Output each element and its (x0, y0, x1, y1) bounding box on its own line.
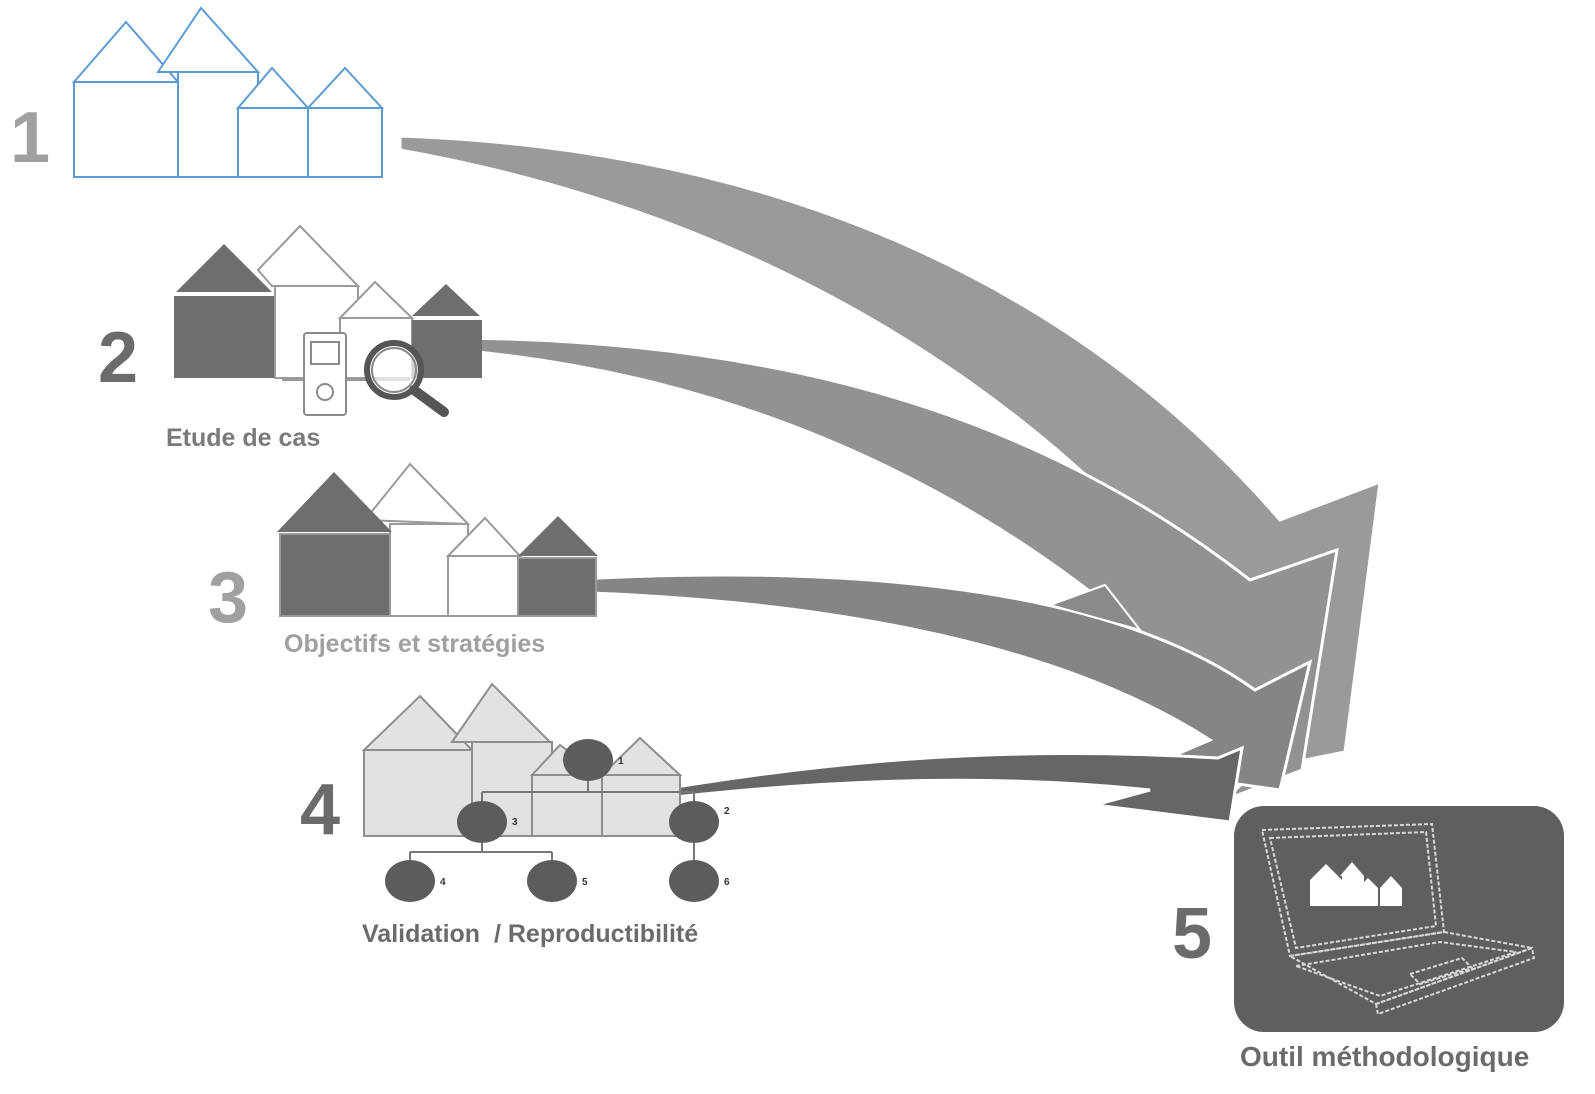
flow-arrows (398, 134, 1382, 824)
tree-node-6 (669, 860, 719, 902)
tree-node-6-label: 6 (724, 877, 730, 888)
step-2: 2 Etude de cas (98, 224, 482, 452)
laptop-panel (1234, 806, 1564, 1032)
tree-node-5-label: 5 (582, 877, 588, 888)
tree-node-2-label: 2 (724, 806, 730, 817)
tree-node-2 (669, 801, 719, 843)
tree-node-1 (563, 739, 613, 781)
step-2-number: 2 (98, 318, 138, 398)
tree-node-5 (527, 860, 577, 902)
step-2-caption: Etude de cas (166, 424, 320, 452)
decision-tree-icon: 1 2 3 4 5 6 (385, 739, 730, 902)
houses-case-study-icon (174, 224, 482, 381)
step-1: 1 (10, 6, 385, 178)
step-4: 4 (300, 682, 730, 948)
tree-node-3-label: 3 (512, 817, 518, 828)
tree-node-4-label: 4 (440, 877, 446, 888)
step-4-number: 4 (300, 770, 340, 850)
step-3-caption: Objectifs et stratégies (284, 630, 545, 658)
houses-strategy-icon (277, 462, 598, 617)
step-1-number: 1 (10, 98, 50, 178)
tree-node-3 (457, 801, 507, 843)
step-5-number: 5 (1172, 894, 1212, 974)
laptop-icon (1260, 822, 1536, 1016)
step-4-caption: Validation / Reproductibilité (362, 920, 698, 948)
arrow-step4 (598, 745, 1244, 824)
step-5-caption: Outil méthodologique (1240, 1041, 1529, 1072)
step-3: 3 Objectifs et stratégies (208, 462, 598, 658)
tree-node-4 (385, 860, 435, 902)
laptop-screen-houses-icon (1310, 862, 1402, 906)
houses-validation-icon (361, 682, 683, 837)
houses-outline-icon (71, 6, 385, 178)
arrow-step3-tail-wedge (1046, 583, 1143, 632)
step-3-number: 3 (208, 558, 248, 638)
step-5: 5 Outil méthodologique (1172, 806, 1564, 1072)
tree-node-1-label: 1 (618, 756, 624, 767)
magnifier-icon (364, 340, 449, 417)
phone-device-icon (303, 332, 347, 416)
